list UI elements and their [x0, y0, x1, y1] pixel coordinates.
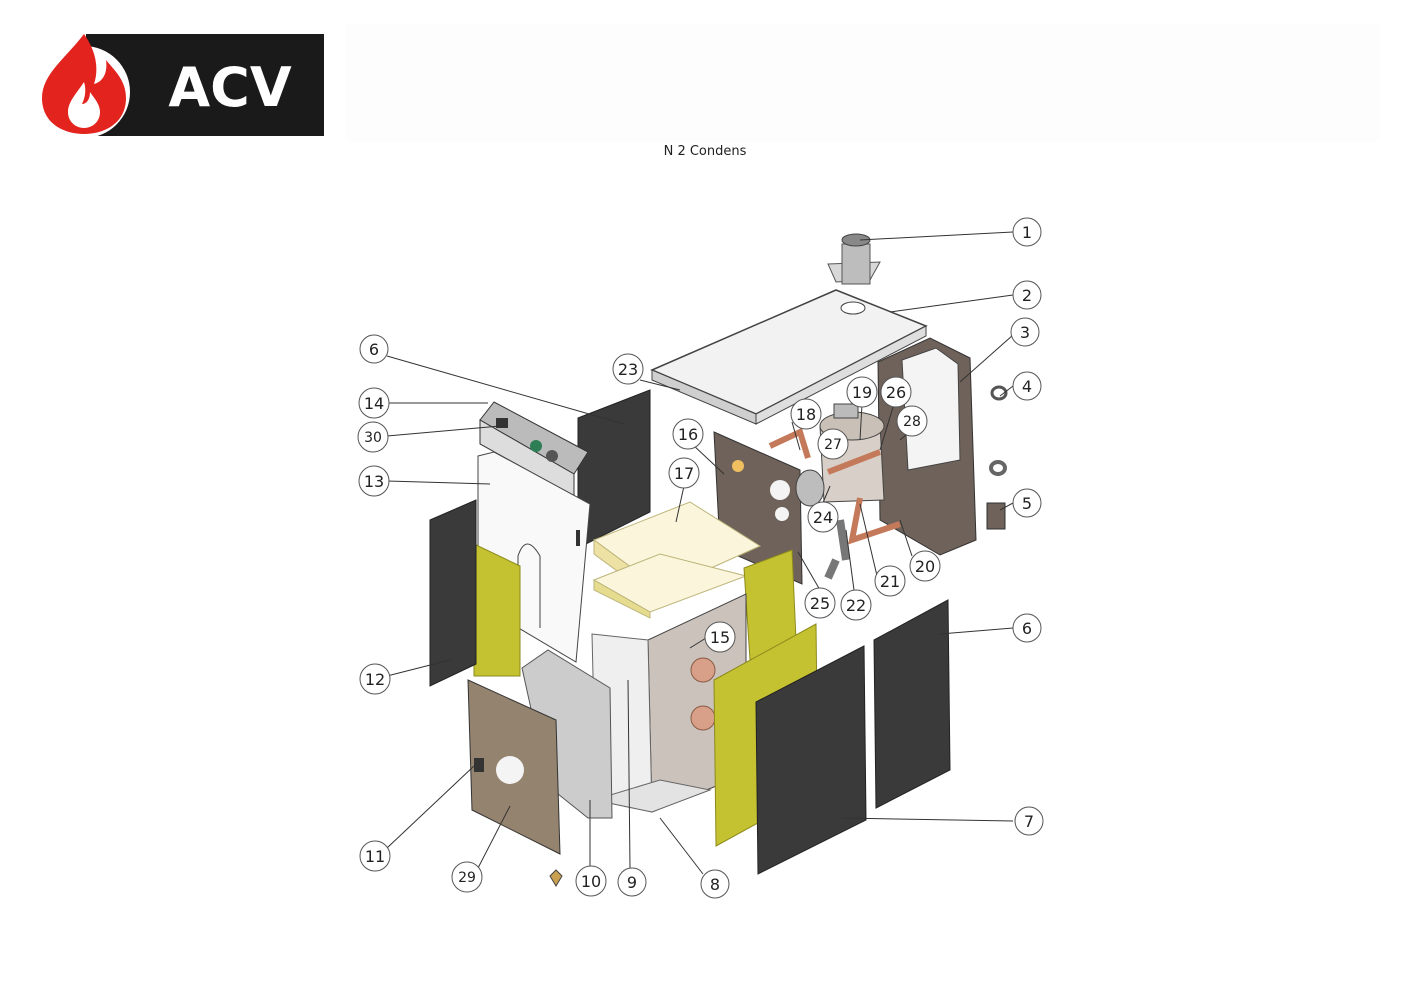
callout-11: 11: [359, 840, 391, 872]
document-title: N 2 Condens: [663, 144, 747, 159]
svg-text:20: 20: [915, 557, 935, 576]
svg-text:15: 15: [710, 628, 730, 647]
svg-text:23: 23: [618, 360, 638, 379]
callout-2: 2: [1012, 280, 1042, 310]
callout-19: 19: [846, 376, 878, 408]
svg-text:24: 24: [813, 508, 833, 527]
callout-25: 25: [804, 587, 836, 619]
svg-text:22: 22: [846, 596, 866, 615]
svg-text:2: 2: [1022, 286, 1032, 305]
callout-1: 1: [1012, 217, 1042, 247]
callout-21: 21: [874, 565, 906, 597]
callout-13: 13: [358, 465, 390, 497]
svg-text:6: 6: [369, 340, 379, 359]
svg-text:16: 16: [678, 425, 698, 444]
callout-28: 28: [896, 405, 928, 437]
svg-text:5: 5: [1022, 494, 1032, 513]
callout-24: 24: [807, 501, 839, 533]
header-band: [345, 24, 1380, 142]
callout-10: 10: [575, 865, 607, 897]
callout-8: 8: [700, 869, 730, 899]
callout-6-right: 6: [1012, 613, 1042, 643]
callout-6: 6: [359, 334, 389, 364]
svg-text:28: 28: [903, 414, 921, 430]
callout-7: 7: [1014, 806, 1044, 836]
part-copper-pipe: [768, 427, 901, 545]
callout-17: 17: [668, 457, 700, 489]
callout-30: 30: [357, 421, 389, 453]
parts-illustration: [429, 233, 1008, 887]
svg-text:4: 4: [1022, 377, 1032, 396]
svg-text:7: 7: [1024, 812, 1034, 831]
svg-text:27: 27: [824, 437, 842, 453]
svg-text:6: 6: [1022, 619, 1032, 638]
callout-18: 18: [790, 398, 822, 430]
svg-text:14: 14: [364, 394, 384, 413]
callout-4: 4: [1012, 371, 1042, 401]
svg-text:17: 17: [674, 464, 694, 483]
callout-15: 15: [704, 621, 736, 653]
callout-26: 26: [880, 376, 912, 408]
callout-29: 29: [451, 861, 483, 893]
svg-text:1: 1: [1022, 223, 1032, 242]
acv-logo: ACV: [38, 34, 324, 138]
callout-12: 12: [359, 663, 391, 695]
callout-3: 3: [1010, 317, 1040, 347]
svg-text:26: 26: [886, 383, 906, 402]
svg-text:29: 29: [458, 870, 476, 886]
svg-text:8: 8: [710, 875, 720, 894]
svg-text:19: 19: [852, 383, 872, 402]
svg-text:25: 25: [810, 594, 830, 613]
svg-text:30: 30: [364, 430, 382, 446]
part-flue-outlet: [827, 233, 881, 285]
callout-22: 22: [840, 589, 872, 621]
svg-text:10: 10: [581, 872, 601, 891]
part-side-panel-front: [755, 645, 867, 875]
svg-text:9: 9: [627, 873, 637, 892]
svg-text:12: 12: [365, 670, 385, 689]
callout-23: 23: [612, 353, 644, 385]
part-side-panel-right: [873, 599, 951, 809]
callout-16: 16: [672, 418, 704, 450]
svg-text:13: 13: [364, 472, 384, 491]
svg-text:21: 21: [880, 572, 900, 591]
callout-9: 9: [617, 867, 647, 897]
leader-lines: [386, 231, 1014, 875]
part-side-panel-left: [429, 499, 477, 687]
svg-text:11: 11: [365, 847, 385, 866]
svg-text:18: 18: [796, 405, 816, 424]
callout-14: 14: [358, 387, 390, 419]
callout-27: 27: [817, 428, 849, 460]
callout-5: 5: [1012, 488, 1042, 518]
logo-text: ACV: [168, 56, 291, 119]
callout-20: 20: [909, 550, 941, 582]
svg-text:3: 3: [1020, 323, 1030, 342]
callout-labels: 1 2 3 4 5 6 7 8 9 10 11 12 13 14 15 16 1…: [357, 217, 1044, 899]
